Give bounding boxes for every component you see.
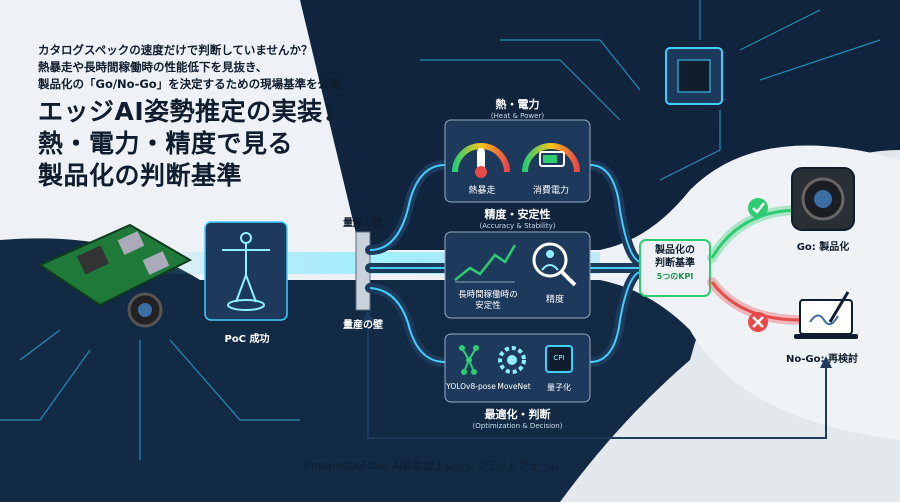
wall-label-bottom: 量産の壁 — [343, 320, 383, 331]
laptop-pen-icon — [794, 291, 858, 339]
accuracy-label: 精度 — [545, 295, 564, 305]
light-wave — [560, 150, 900, 502]
criteria-heading: 製品化の 判断基準 5つのKPI — [655, 245, 695, 281]
check-icon — [748, 198, 768, 218]
battery-gauge-icon — [522, 143, 580, 173]
quantization-label: 量子化 — [547, 383, 571, 392]
accuracy-heading: 精度・安定性 (Accuracy & Stability) — [479, 208, 556, 230]
wall-label-top: 量産の壁 — [343, 218, 383, 229]
gear-icon — [498, 346, 526, 374]
page-title: エッジAI姿勢推定の実装： 熱・電力・精度で見る 製品化の判断基準 — [38, 97, 349, 190]
thermometer-gauge-icon — [452, 143, 510, 178]
feedback-loop — [367, 318, 827, 439]
edge-device — [37, 223, 193, 328]
nogo-label: No-Go: 再検討 — [786, 354, 858, 365]
go-label: Go: 製品化 — [796, 242, 850, 253]
heat-power-heading: 熱・電力 (Heat & Power) — [490, 98, 545, 120]
trend-chart-icon — [454, 244, 517, 283]
circuit-traces — [0, 0, 881, 460]
human-figure-icon — [222, 232, 270, 311]
criteria-panel — [639, 239, 711, 297]
optimization-heading: 最適化・判断 (Optimization & Decision) — [472, 408, 563, 430]
cpu-chip-icon — [545, 345, 573, 373]
camera-product-icon — [791, 167, 855, 231]
intro-text: カタログスペックの速度だけで判断していませんか？ 熱暴走や長時間稼働時の性能低下… — [38, 43, 353, 91]
movenet-label: MoveNet — [497, 382, 531, 391]
heat-runaway-label: 熱暴走 — [468, 186, 496, 196]
footer-brand: KnowledgeFlow: AI駆動型ナレッジプラットフォーム — [304, 460, 560, 472]
long-run-stability-label: 長時間稼働時の 安定性 — [458, 290, 518, 311]
heat-power-panel — [444, 119, 591, 203]
chip-label: CPI — [553, 354, 565, 362]
pose-skeleton-icon — [459, 345, 479, 375]
yolov8-pose-label: YOLOv8-pose — [446, 382, 496, 391]
power-consumption-label: 消費電力 — [532, 186, 569, 196]
magnifier-pose-icon — [532, 242, 577, 287]
poc-label: PoC 成功 — [224, 334, 270, 345]
